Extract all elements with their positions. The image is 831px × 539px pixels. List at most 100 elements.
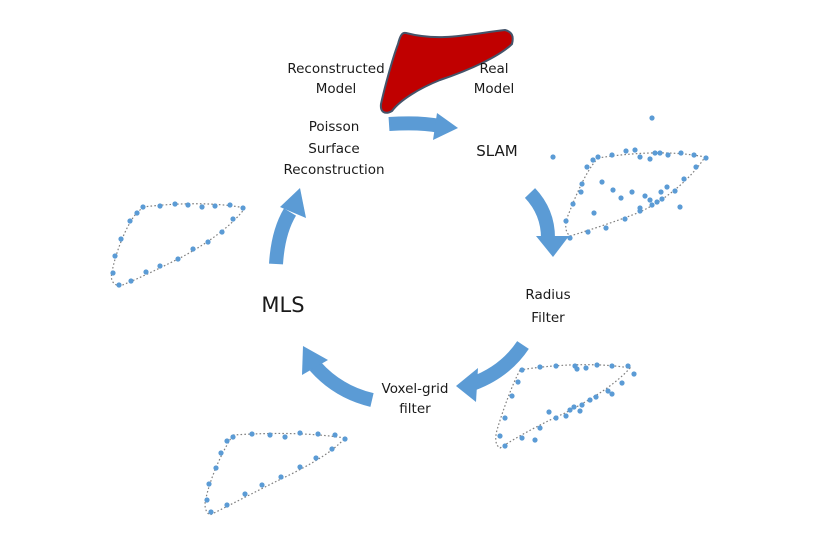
point (249, 431, 255, 437)
arrow-to-radius-filter (524, 188, 569, 257)
point (537, 364, 543, 370)
point (297, 430, 303, 436)
point (509, 393, 515, 399)
point (629, 189, 635, 195)
real-model-label-line2: Model (473, 80, 515, 97)
point (157, 263, 163, 269)
point (654, 199, 660, 205)
point (206, 481, 212, 487)
point (297, 464, 303, 470)
point (678, 150, 684, 156)
point (693, 164, 699, 170)
reconstructed-model-label: Reconstructed Model (287, 60, 384, 99)
voxel-label-line2: filter (399, 400, 431, 417)
point (519, 435, 525, 441)
point (570, 201, 576, 207)
point (315, 431, 321, 437)
point (240, 205, 246, 211)
point (134, 210, 140, 216)
point (677, 204, 683, 210)
point (230, 434, 236, 440)
voxel-label-line1: Voxel-grid (381, 381, 449, 397)
point (631, 371, 637, 377)
point (622, 216, 628, 222)
point (332, 432, 338, 438)
point (157, 203, 163, 209)
arrow-to-slam (388, 113, 458, 140)
point (342, 436, 348, 442)
point (118, 236, 124, 242)
arrow-to-poisson (269, 188, 306, 265)
point (632, 147, 638, 153)
arrow-to-voxel-grid (456, 340, 529, 402)
radius-label-line2: Filter (531, 309, 565, 326)
reconstructed-model-label-line1: Reconstructed (287, 61, 385, 77)
point (609, 363, 615, 369)
point (127, 218, 133, 224)
point (128, 278, 134, 284)
point (681, 176, 687, 182)
point (605, 388, 611, 394)
point (519, 367, 525, 373)
point (665, 152, 671, 158)
point (267, 432, 273, 438)
point (599, 179, 605, 185)
point (649, 115, 655, 121)
point (205, 239, 211, 245)
point (278, 474, 284, 480)
point (609, 152, 615, 158)
liver-model-icon (379, 28, 514, 114)
point (227, 202, 233, 208)
point (647, 197, 653, 203)
real-model-label: Real Model (474, 60, 515, 99)
mls-label: MLS (261, 293, 305, 317)
point (502, 415, 508, 421)
point (502, 443, 508, 449)
point (603, 225, 609, 231)
point (550, 154, 556, 160)
point (204, 497, 210, 503)
cycle-arrows (269, 113, 569, 407)
point (515, 379, 521, 385)
point (610, 187, 616, 193)
point-cloud-radius-filtered (495, 362, 637, 449)
point (577, 408, 583, 414)
point (593, 394, 599, 400)
point (609, 391, 615, 397)
point (199, 204, 205, 210)
point (185, 202, 191, 208)
point (691, 152, 697, 158)
point (116, 282, 122, 288)
point (208, 509, 214, 515)
reconstructed-model-label-line2: Model (315, 80, 357, 97)
point (567, 235, 573, 241)
point (213, 465, 219, 471)
point (219, 229, 225, 235)
point (618, 195, 624, 201)
point (532, 437, 538, 443)
point (579, 402, 585, 408)
point (212, 203, 218, 209)
point (567, 407, 573, 413)
point (497, 433, 503, 439)
point (625, 363, 631, 369)
slam-label: SLAM (476, 142, 518, 160)
point (571, 404, 577, 410)
point-cloud-slam (550, 115, 709, 241)
point (652, 150, 658, 156)
point (642, 193, 648, 199)
point (313, 455, 319, 461)
point (553, 415, 559, 421)
point (224, 502, 230, 508)
point (242, 491, 248, 497)
point (579, 181, 585, 187)
point (190, 246, 196, 252)
poisson-label-line2: Surface (308, 140, 360, 157)
point (282, 434, 288, 440)
point (649, 202, 655, 208)
point (664, 184, 670, 190)
point (574, 366, 580, 372)
point (672, 188, 678, 194)
